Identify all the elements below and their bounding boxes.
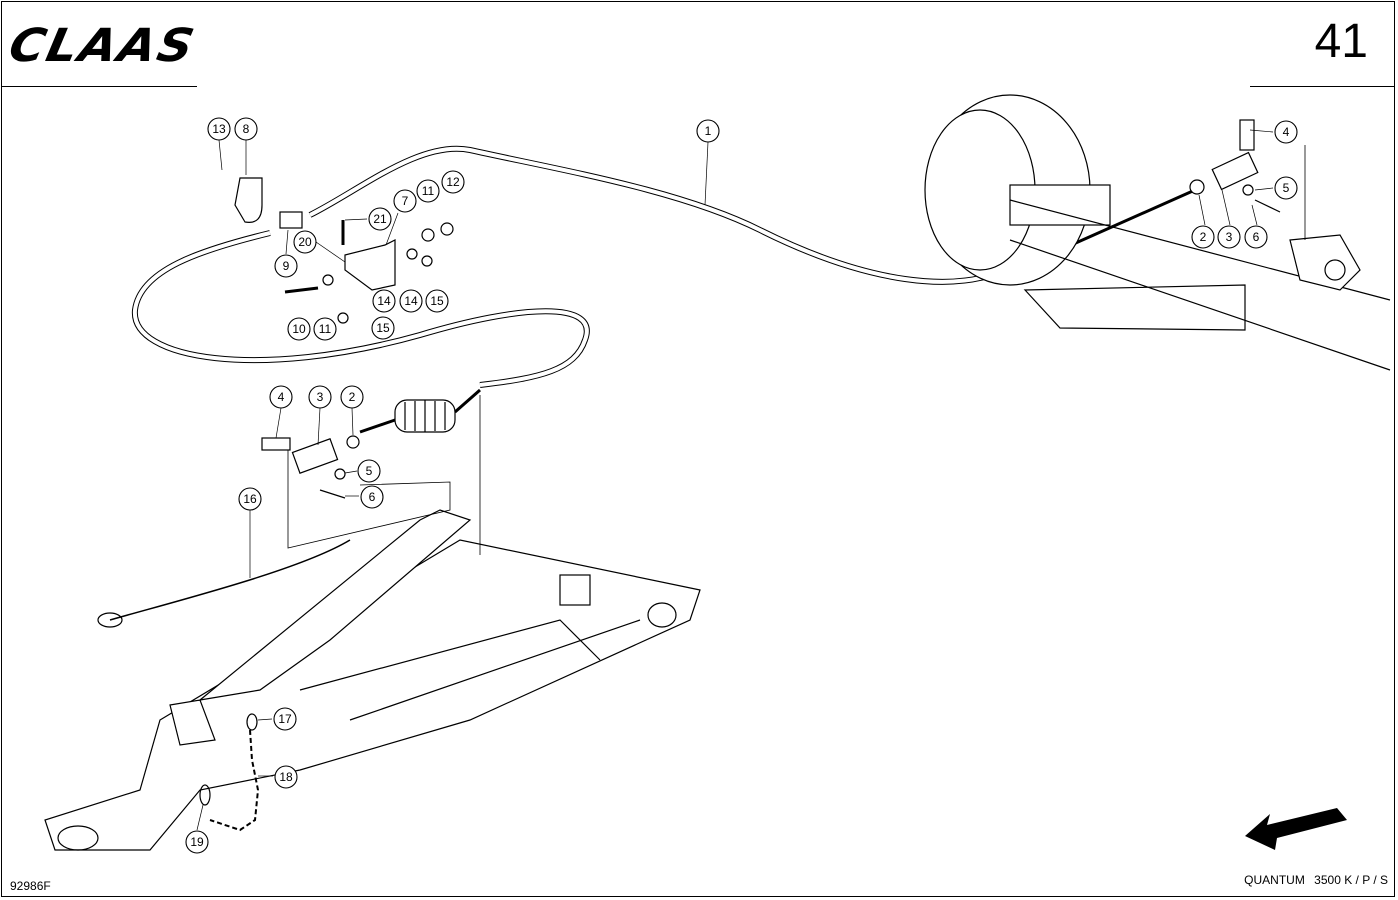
svg-text:12: 12: [446, 175, 460, 189]
wheel-hub: [924, 94, 1111, 286]
header-rule-right: [1250, 86, 1394, 87]
callout-14-a: 14: [372, 289, 396, 313]
callout-6-right: 6: [1244, 225, 1268, 249]
svg-text:18: 18: [279, 770, 293, 784]
svg-text:20: 20: [298, 235, 312, 249]
callout-15-b: 15: [371, 316, 395, 340]
callout-21: 21: [368, 207, 392, 231]
callout-18: 18: [274, 765, 298, 789]
callout-5: 5: [357, 459, 381, 483]
model-name: QUANTUM: [1244, 873, 1305, 887]
page-number: 41: [1314, 15, 1368, 68]
svg-text:15: 15: [376, 321, 390, 335]
model-label: QUANTUM 3500 K / P / S: [1238, 873, 1388, 887]
callout-11-upper: 11: [416, 179, 440, 203]
svg-text:5: 5: [366, 464, 373, 478]
header-rule-left: [2, 86, 197, 87]
callout-13: 13: [207, 117, 231, 141]
callout-20: 20: [293, 230, 317, 254]
svg-text:6: 6: [369, 490, 376, 504]
svg-text:8: 8: [243, 122, 250, 136]
svg-text:7: 7: [402, 194, 409, 208]
callout-4-right: 4: [1274, 120, 1298, 144]
drawbar-frame: [44, 509, 701, 851]
model-variant: 3500 K / P / S: [1314, 873, 1388, 887]
svg-text:14: 14: [404, 294, 418, 308]
callout-10: 10: [287, 317, 311, 341]
svg-text:2: 2: [1200, 230, 1207, 244]
svg-text:17: 17: [278, 712, 292, 726]
callout-6: 6: [360, 485, 384, 509]
svg-text:11: 11: [422, 184, 435, 198]
callout-12: 12: [441, 170, 465, 194]
safety-chain: [209, 729, 260, 832]
svg-text:3: 3: [317, 390, 324, 404]
svg-text:14: 14: [377, 294, 391, 308]
spring-bellows: [359, 388, 481, 434]
callout-16: 16: [238, 487, 262, 511]
svg-text:5: 5: [1283, 181, 1290, 195]
callout-8: 8: [234, 117, 258, 141]
svg-text:16: 16: [243, 492, 257, 506]
svg-text:6: 6: [1253, 230, 1260, 244]
callout-3: 3: [308, 385, 332, 409]
callout-17: 17: [273, 707, 297, 731]
callout-15-a: 15: [425, 289, 449, 313]
svg-text:13: 13: [212, 122, 226, 136]
svg-text:1: 1: [705, 124, 712, 138]
callout-1: 1: [696, 119, 720, 143]
svg-text:2: 2: [349, 390, 356, 404]
callout-14-b: 14: [399, 289, 423, 313]
callout-9: 9: [274, 254, 298, 278]
svg-text:11: 11: [319, 322, 332, 336]
callout-7: 7: [393, 189, 417, 213]
svg-text:4: 4: [1283, 125, 1290, 139]
svg-text:21: 21: [373, 212, 387, 226]
svg-text:19: 19: [190, 835, 204, 849]
callout-2: 2: [340, 385, 364, 409]
svg-text:15: 15: [430, 294, 444, 308]
drawing-id: 92986F: [10, 879, 51, 893]
callout-3-right: 3: [1217, 225, 1241, 249]
svg-text:10: 10: [292, 322, 306, 336]
callout-5-right: 5: [1274, 176, 1298, 200]
callout-2-right: 2: [1191, 225, 1215, 249]
callout-19: 19: [185, 830, 209, 854]
svg-text:9: 9: [283, 259, 290, 273]
direction-arrow-icon: [1245, 808, 1347, 850]
svg-text:3: 3: [1226, 230, 1233, 244]
callout-11-lower: 11: [313, 317, 337, 341]
svg-text:4: 4: [278, 390, 285, 404]
callout-4: 4: [269, 385, 293, 409]
